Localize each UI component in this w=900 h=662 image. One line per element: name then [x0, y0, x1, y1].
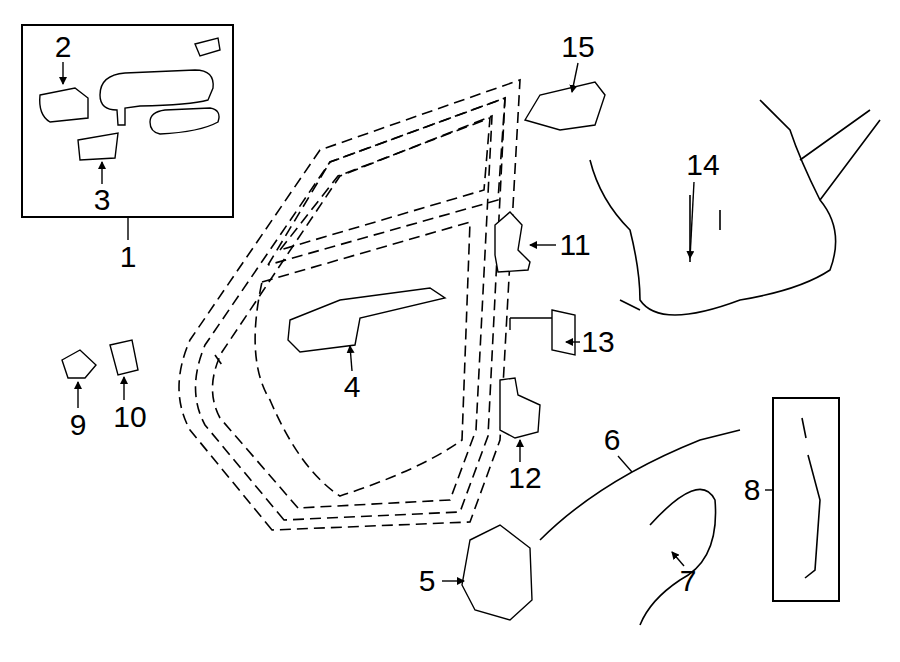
- callout-number: 13: [580, 327, 615, 357]
- part-group-box: 8: [773, 398, 839, 601]
- callout-number: 7: [679, 566, 698, 596]
- callout-number: 3: [93, 185, 112, 215]
- callout-number: 14: [685, 150, 720, 180]
- callout-number: 15: [560, 32, 595, 62]
- part-group-box: 231: [22, 25, 233, 217]
- callout-number: 1: [119, 242, 138, 272]
- callout-number: 9: [69, 410, 88, 440]
- callout-number: 12: [507, 463, 542, 493]
- callout-number: 10: [112, 402, 147, 432]
- callout-number: 11: [558, 230, 591, 260]
- callout-number: 8: [743, 475, 762, 505]
- callout-number: 4: [343, 372, 362, 402]
- callout-number: 6: [603, 425, 622, 455]
- callout-number: 5: [418, 566, 437, 596]
- callout-number: 2: [54, 32, 73, 62]
